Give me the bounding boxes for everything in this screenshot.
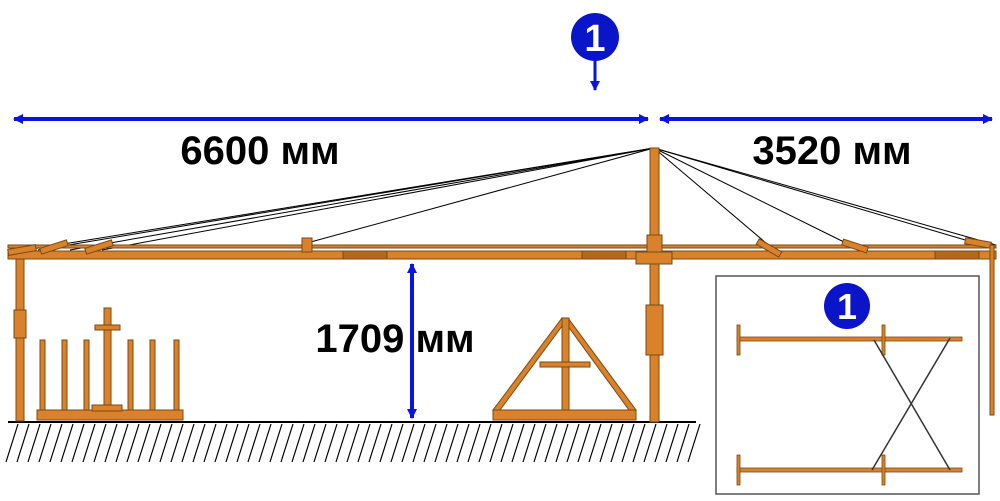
ground-hatch-line — [313, 423, 327, 463]
ground-hatch-line — [423, 423, 437, 463]
ground-hatch-line — [5, 423, 19, 463]
ground-hatch-line — [71, 423, 85, 463]
ground-hatch-line — [599, 423, 613, 463]
span-right-label: 3520 мм — [752, 129, 911, 173]
ground-hatch-line — [335, 423, 349, 463]
boom-structure — [7, 147, 997, 423]
ground-hatch-line — [82, 423, 96, 463]
ground-hatch-line — [225, 423, 239, 463]
ground-hatch-line — [170, 423, 184, 463]
ground-hatch-line — [456, 423, 470, 463]
mast — [649, 147, 660, 423]
ground-hatch-line — [500, 423, 514, 463]
ground-hatch-line — [632, 423, 646, 463]
ground-hatch-line — [159, 423, 173, 463]
ground-hatch-line — [511, 423, 525, 463]
boom-top-rail — [7, 244, 997, 249]
ground-hatch-line — [60, 423, 74, 463]
span-left-label: 6600 мм — [180, 129, 339, 173]
ground-hatch-line — [676, 423, 690, 463]
ground-hatch-line — [137, 423, 151, 463]
ground-hatch-line — [291, 423, 305, 463]
ground-hatch-line — [577, 423, 591, 463]
ground-hatch-line — [379, 423, 393, 463]
ground-hatch-line — [148, 423, 162, 463]
ground-hatch-line — [445, 423, 459, 463]
ground-hatch-line — [181, 423, 195, 463]
ground — [5, 421, 701, 463]
marker-detail-number: 1 — [837, 286, 857, 327]
left-post — [15, 258, 25, 422]
ground-hatch-line — [324, 423, 338, 463]
ground-hatch-line — [258, 423, 272, 463]
guy-wires — [13, 147, 997, 253]
ground-hatch-line — [38, 423, 52, 463]
ground-hatch-line — [280, 423, 294, 463]
ground-hatch-line — [566, 423, 580, 463]
ground-hatch-line — [357, 423, 371, 463]
ground-hatch-line — [346, 423, 360, 463]
ground-hatch-line — [621, 423, 635, 463]
boom-beam — [7, 250, 997, 260]
ground-hatch-line — [269, 423, 283, 463]
ground-hatch-line — [665, 423, 679, 463]
ground-hatch-line — [115, 423, 129, 463]
dimension-height: 1709 мм — [315, 263, 475, 419]
ground-hatch-line — [390, 423, 404, 463]
ground-hatch-line — [401, 423, 415, 463]
ground-hatch-line — [192, 423, 206, 463]
callout-marker-top: 1 — [571, 13, 619, 91]
ground-hatch-line — [16, 423, 30, 463]
ground-hatch-line — [412, 423, 426, 463]
height-label: 1709 мм — [315, 317, 474, 361]
pipe-rack — [36, 307, 184, 421]
ground-hatch-line — [368, 423, 382, 463]
ground-hatch-line — [555, 423, 569, 463]
ground-hatch-line — [643, 423, 657, 463]
ground-hatch-line — [126, 423, 140, 463]
badge-circle — [824, 283, 870, 329]
ground-hatch-line — [302, 423, 316, 463]
badge-circle — [571, 13, 619, 61]
ground-hatch-line — [203, 423, 217, 463]
ground-hatch-line — [27, 423, 41, 463]
ground-hatch-line — [49, 423, 63, 463]
ground-hatch-line — [247, 423, 261, 463]
ground-hatch-line — [522, 423, 536, 463]
ground-hatch-line — [588, 423, 602, 463]
ground-hatch-line — [489, 423, 503, 463]
ground-hatch-line — [544, 423, 558, 463]
ground-hatch-line — [104, 423, 118, 463]
ground-hatch-line — [610, 423, 624, 463]
marker-top-number: 1 — [584, 18, 605, 60]
ground-hatch-line — [434, 423, 448, 463]
ground-hatch-line — [467, 423, 481, 463]
ground-hatch-line — [687, 423, 701, 463]
ground-hatch-line — [214, 423, 228, 463]
a-frame-stand — [492, 317, 637, 421]
ground-hatch-line — [478, 423, 492, 463]
ground-hatch-line — [654, 423, 668, 463]
dimension-span-left: 6600 мм — [13, 114, 649, 173]
ground-hatch-line — [236, 423, 250, 463]
dimension-span-right: 3520 мм — [659, 114, 993, 173]
detail-inset: 1 — [715, 275, 980, 495]
ground-hatch-line — [93, 423, 107, 463]
ground-hatch-line — [533, 423, 547, 463]
